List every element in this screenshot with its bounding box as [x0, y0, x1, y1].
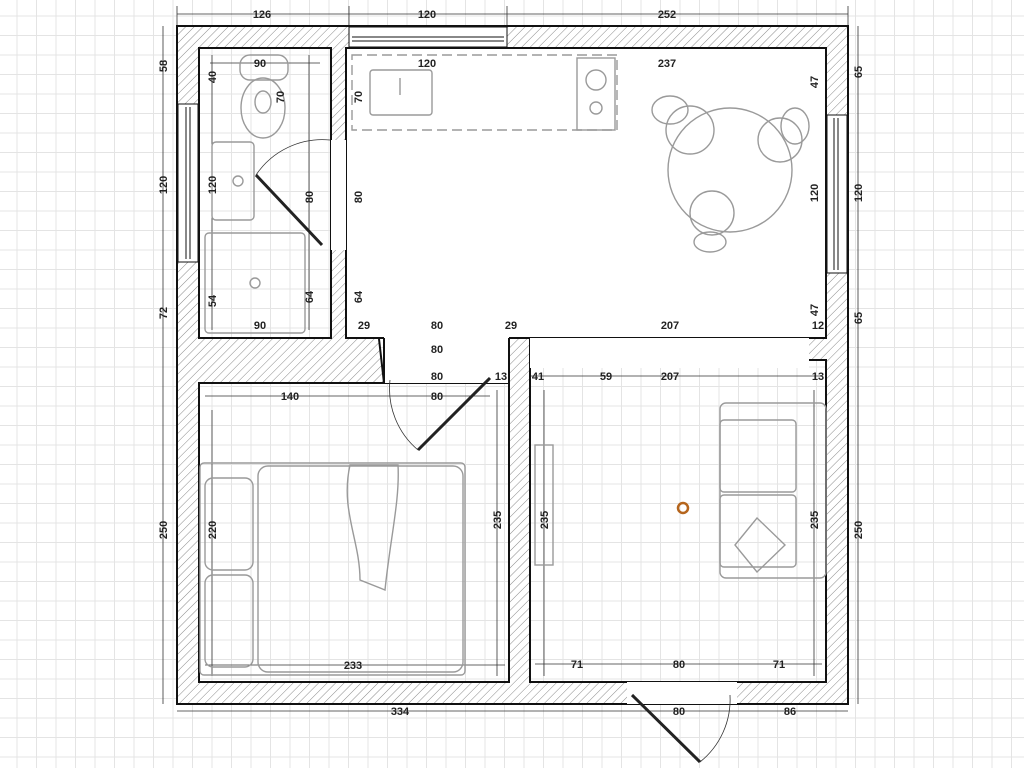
window-left — [177, 103, 199, 263]
dim-label: 120 — [418, 9, 436, 21]
shower — [204, 232, 306, 334]
sofa — [719, 402, 827, 579]
dining-table — [651, 95, 810, 253]
dim-label: 70 — [275, 91, 287, 103]
washbasin — [211, 141, 255, 221]
dim-label: 233 — [344, 660, 362, 672]
dim-label: 250 — [853, 521, 865, 539]
dim-label: 59 — [600, 371, 612, 383]
dim-label: 40 — [207, 71, 219, 83]
dim-label: 29 — [358, 320, 370, 332]
window-right — [826, 114, 848, 274]
dim-label: 120 — [158, 176, 170, 194]
dim-label: 65 — [853, 66, 865, 78]
dim-label: 13 — [495, 371, 507, 383]
dim-label: 72 — [158, 307, 170, 319]
dim-label: 237 — [658, 58, 676, 70]
dim-label: 71 — [773, 659, 785, 671]
dim-label: 29 — [505, 320, 517, 332]
dim-label: 65 — [853, 312, 865, 324]
dim-label: 80 — [431, 371, 443, 383]
dim-label: 80 — [353, 191, 365, 203]
dim-label: 250 — [158, 521, 170, 539]
dim-label: 90 — [254, 58, 266, 70]
dim-label: 80 — [673, 706, 685, 718]
toilet — [239, 54, 289, 139]
dim-label: 58 — [158, 60, 170, 72]
dim-label: 80 — [431, 320, 443, 332]
dim-label: 64 — [304, 290, 316, 303]
dim-label: 80 — [431, 391, 443, 403]
dim-label: 47 — [809, 76, 821, 88]
dim-label: 90 — [254, 320, 266, 332]
dim-label: 235 — [809, 511, 821, 529]
kitchen-room — [345, 47, 827, 339]
dim-label: 235 — [539, 511, 551, 529]
dim-label: 120 — [809, 184, 821, 202]
dim-label: 334 — [391, 706, 410, 718]
dim-label: 207 — [661, 371, 679, 383]
bedroom-door[interactable] — [385, 365, 495, 452]
dim-label: 47 — [809, 304, 821, 316]
bathroom-door[interactable] — [254, 139, 346, 250]
dim-label: 80 — [431, 344, 443, 356]
dim-label: 120 — [207, 176, 219, 194]
entrance-door[interactable] — [627, 682, 737, 764]
dim-label: 12 — [812, 320, 824, 332]
dim-label: 126 — [253, 9, 271, 21]
dim-label: 70 — [353, 91, 365, 103]
dim-label: 235 — [492, 511, 504, 529]
dim-label: 80 — [304, 191, 316, 203]
dim-label: 41 — [532, 371, 544, 383]
dim-label: 64 — [353, 290, 365, 303]
dim-label: 120 — [853, 184, 865, 202]
dim-label: 207 — [661, 320, 679, 332]
dimension-labels: 126 120 252 58 120 72 250 65 120 65 250 … — [158, 9, 865, 718]
wall-tv — [534, 444, 554, 566]
dim-label: 13 — [812, 371, 824, 383]
double-bed — [199, 462, 466, 676]
ceiling-light-marker — [676, 501, 690, 515]
dim-label: 86 — [784, 706, 796, 718]
passage — [530, 338, 809, 368]
dim-label: 252 — [658, 9, 676, 21]
dim-label: 120 — [418, 58, 436, 70]
window-top — [348, 26, 508, 48]
dim-label: 80 — [673, 659, 685, 671]
kitchen-counter — [351, 54, 618, 131]
dim-label: 54 — [207, 294, 219, 307]
dim-label: 71 — [571, 659, 583, 671]
dim-label: 220 — [207, 521, 219, 539]
dim-label: 140 — [281, 391, 299, 403]
